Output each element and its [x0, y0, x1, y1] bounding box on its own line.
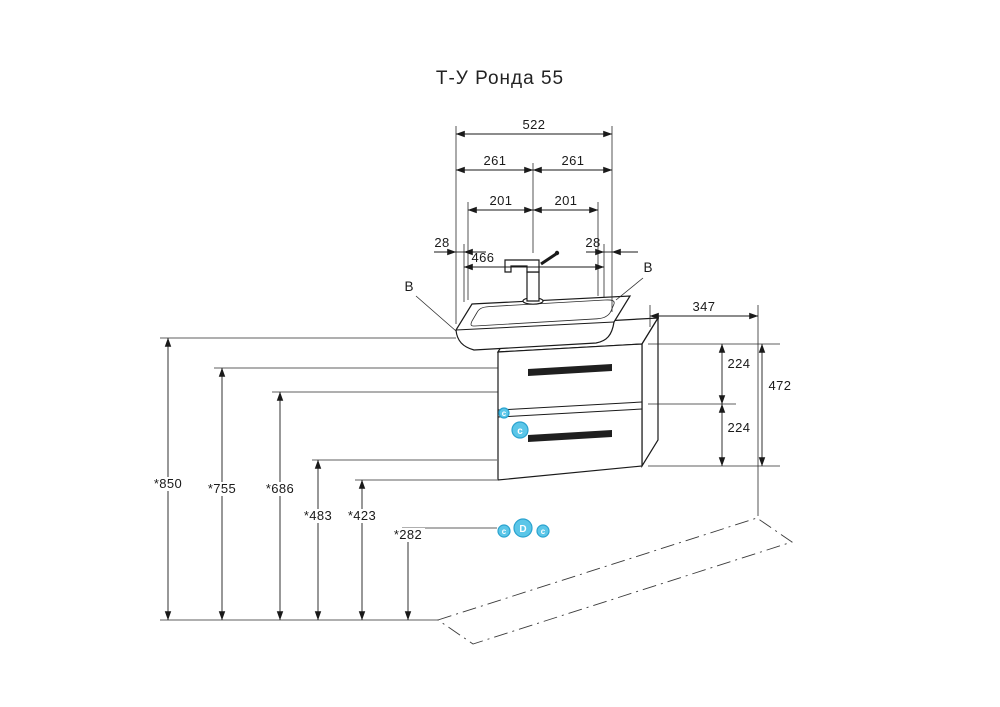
drawer-gap-line-top: [497, 401, 643, 411]
dim-label-28-left: 28: [434, 235, 449, 250]
dim-label-224-top: 224: [728, 356, 751, 371]
dim-label-483: *483: [304, 508, 332, 523]
mount-marker-cabinet-small-label: c: [502, 409, 507, 418]
wall-marker-center: [513, 518, 533, 538]
dim-label-261-right: 261: [562, 153, 585, 168]
dim-label-347: 347: [693, 299, 716, 314]
callout-b-right: B: [643, 260, 652, 275]
mount-marker-cabinet-large: [511, 421, 529, 439]
dim-label-472: 472: [769, 378, 792, 393]
dim-label-755: *755: [208, 481, 236, 496]
drawer-handle-top: [528, 364, 612, 376]
cabinet-right-side: [641, 315, 659, 469]
dim-label-282: *282: [394, 527, 422, 542]
callout-leader-b-right: [615, 277, 644, 301]
dim-label-850: *850: [154, 476, 182, 491]
wall-marker-left-label: c: [502, 527, 507, 536]
wall-marker-right-label: c: [541, 527, 546, 536]
dim-label-201-right: 201: [555, 193, 578, 208]
dim-label-224-bottom: 224: [728, 420, 751, 435]
dimension-labels: 522 261 261 201 201 28 466 28 347 224 47…: [151, 117, 791, 542]
dim-label-423: *423: [348, 508, 376, 523]
dim-label-522: 522: [523, 117, 546, 132]
floor-projection: [160, 517, 794, 645]
wall-marker-right: [536, 524, 550, 538]
page-title: Т-У Ронда 55: [436, 68, 564, 89]
dim-label-466: 466: [472, 250, 495, 265]
drawer-handle-bottom: [528, 430, 612, 442]
wall-marker-left: [497, 524, 511, 538]
cabinet-front-face: [497, 343, 643, 481]
faucet-body: [526, 271, 540, 302]
dim-label-261-left: 261: [484, 153, 507, 168]
wall-marker-center-label: D: [519, 524, 526, 535]
washbasin-rim-edge: [455, 321, 615, 331]
dimension-lines: [164, 130, 766, 621]
drawer-gap-line-bottom: [497, 408, 643, 418]
dim-label-686: *686: [266, 481, 294, 496]
callout-b-left: B: [404, 279, 413, 294]
dim-label-201-left: 201: [490, 193, 513, 208]
mount-marker-cabinet-small: [498, 407, 510, 419]
dim-label-28-right: 28: [585, 235, 600, 250]
callouts: B B c c c D c: [404, 260, 653, 538]
mount-marker-cabinet-large-label: c: [517, 426, 523, 437]
faucet: [504, 250, 560, 305]
callout-leader-b-left: [415, 295, 457, 332]
washbasin: [455, 295, 632, 351]
faucet-lever: [540, 252, 557, 266]
faucet-lever-knob: [554, 250, 560, 256]
faucet-spout: [504, 259, 540, 273]
washbasin-bowl-outline: [470, 299, 615, 327]
